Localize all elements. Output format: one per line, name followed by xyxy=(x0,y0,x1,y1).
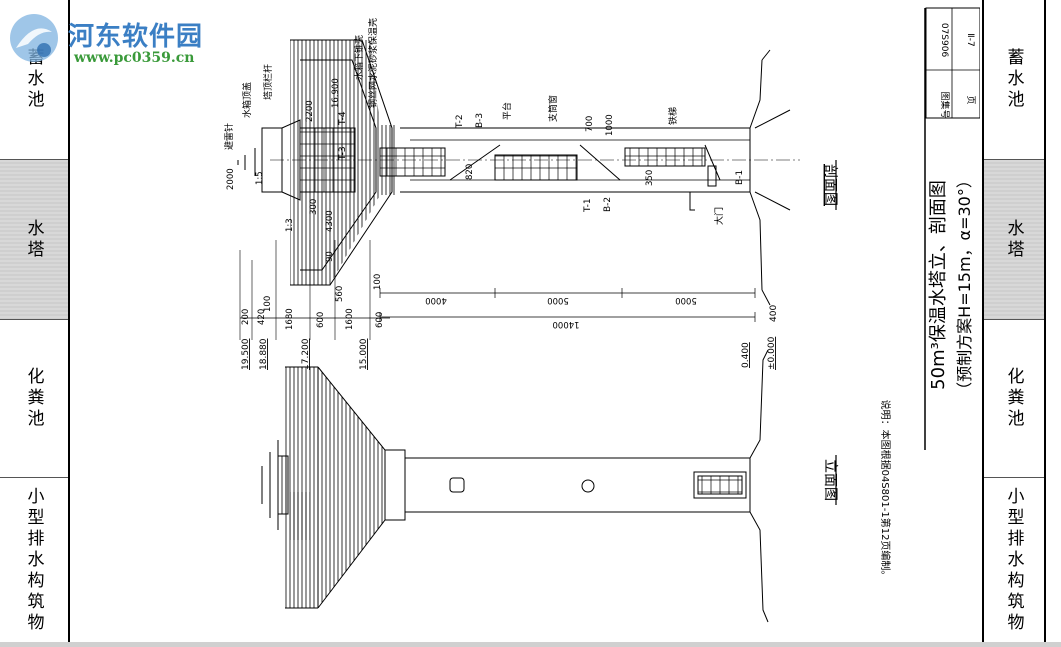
atlas-number: 07S906 xyxy=(939,23,949,58)
section-drawing xyxy=(237,39,800,306)
callout-lightning-rod: 避雷针 xyxy=(223,123,235,150)
dim-14000: 14000 xyxy=(552,319,579,329)
page-number: Ⅱ-7 xyxy=(965,33,975,46)
right-cell-label: 蓄水池 xyxy=(1003,48,1024,111)
title-block: 图集号 07S906 页 Ⅱ-7 50m³保温水塔立、剖面图 （预制方案H=15… xyxy=(924,7,980,450)
right-cell-water-tower: 水塔 xyxy=(984,160,1044,320)
level-0000: ±0.000 xyxy=(767,336,777,370)
level-marks: 19.500 18.880 17.200 15.000 0.400 ±0.000… xyxy=(241,305,779,370)
dim-350: 350 xyxy=(645,170,655,186)
drawing-title: 50m³保温水塔立、剖面图 xyxy=(928,180,949,390)
watermark: 河东软件园 www.pc0359.cn xyxy=(4,8,204,70)
left-cell-reservoir: 蓄水池 xyxy=(0,0,68,160)
mark-b1: B-1 xyxy=(735,170,745,185)
mark-b2: B-2 xyxy=(603,197,613,212)
dim-slope-1-5: 1:5 xyxy=(255,171,265,185)
callout-tank-cover: 水箱顶盖 xyxy=(241,82,253,118)
level-17200: 17.200 xyxy=(301,338,311,370)
dim-90: 90 xyxy=(325,251,335,262)
mark-t2: T-2 xyxy=(455,114,465,129)
watermark-title: 河东软件园 xyxy=(68,22,204,52)
right-cell-small-structures: 小型排水构筑物 xyxy=(984,478,1044,642)
section-marks: T-1 T-2 T-3 T-4 B-1 B-2 B-3 xyxy=(338,111,745,213)
dim-2200: 2200 xyxy=(305,100,315,122)
mark-t1: T-1 xyxy=(583,198,593,213)
left-category-column: 蓄水池 水塔 化粪池 小型排水构筑物 xyxy=(0,0,70,642)
ldim-420: 420 xyxy=(257,309,267,325)
ldim-1680: 1680 xyxy=(285,308,295,330)
drawing-subtitle: （预制方案H=15m，α=30°） xyxy=(955,172,974,398)
dim-1000: 1000 xyxy=(605,114,615,136)
dim-2000: 2000 xyxy=(226,168,236,190)
level-0400: 0.400 xyxy=(741,342,751,368)
ldim-600-b: 600 xyxy=(375,312,385,328)
elevation-drawing xyxy=(261,349,769,623)
watermark-logo-icon xyxy=(10,14,58,62)
dim-300: 300 xyxy=(309,199,319,215)
right-cell-label: 水塔 xyxy=(1003,218,1024,261)
callout-platform: 平台 xyxy=(501,102,513,120)
dim-4300: 4300 xyxy=(325,210,335,232)
left-cell-small-structures: 小型排水构筑物 xyxy=(0,478,68,642)
level-19500: 19.500 xyxy=(241,338,251,370)
right-cell-label: 化粪池 xyxy=(1003,367,1024,430)
left-dimension-chain: 200 420 1680 600 1600 600 100 xyxy=(239,240,390,340)
right-category-column: 蓄水池 水塔 化粪池 小型排水构筑物 xyxy=(982,0,1046,642)
dim-820: 820 xyxy=(465,164,475,180)
callout-railing: 塔顶栏杆 xyxy=(262,64,274,100)
left-cell-septic-tank: 化粪池 xyxy=(0,320,68,478)
dim-16900: 16.900 xyxy=(331,78,341,108)
level-18880: 18.880 xyxy=(259,338,269,370)
right-cell-label: 小型排水构筑物 xyxy=(1003,486,1024,634)
atlas-label: 图集号 xyxy=(939,91,951,118)
dim-700: 700 xyxy=(585,116,595,132)
dim-slope-1-3: 1:3 xyxy=(285,218,295,232)
callout-insulation: 钢丝网水泥砂浆保温壳 xyxy=(367,18,379,108)
elevation-view-label: 立面图 xyxy=(822,459,838,501)
callout-ladder: 铁梯 xyxy=(667,107,679,125)
page-label: 页 xyxy=(965,95,976,104)
right-cell-septic-tank: 化粪池 xyxy=(984,320,1044,478)
drawing-canvas: 图集号 07S906 页 Ⅱ-7 50m³保温水塔立、剖面图 （预制方案H=15… xyxy=(223,7,980,623)
left-cell-label: 化粪池 xyxy=(23,367,44,430)
dim-5000-a: 5000 xyxy=(547,295,569,305)
callout-window: 支筒窗 xyxy=(547,95,559,122)
sheet-bottom-edge xyxy=(0,642,1061,647)
level-15000: 15.000 xyxy=(359,338,369,370)
mark-t3: T-3 xyxy=(338,146,348,161)
section-callouts: 避雷针 水箱顶盖 塔顶栏杆 水箱下锥壳 钢丝网水泥砂浆保温壳 平台 支筒窗 铁梯… xyxy=(223,18,725,225)
left-cell-label: 蓄水池 xyxy=(23,48,44,111)
section-view-label: 剖面图 xyxy=(822,164,838,206)
ldim-1600: 1600 xyxy=(345,308,355,330)
callout-door: 大门 xyxy=(713,207,725,225)
section-dimensions: 2000 1:5 1:3 300 4300 2200 16.900 90 100… xyxy=(226,78,756,329)
dim-560: 560 xyxy=(335,286,345,302)
drawing-note: 说明：本图根据04S801-1第12页编制。 xyxy=(879,400,892,581)
left-cell-label: 小型排水构筑物 xyxy=(23,486,44,634)
left-cell-water-tower: 水塔 xyxy=(0,160,68,320)
dim-4000: 4000 xyxy=(425,295,447,305)
ldim-100: 100 xyxy=(263,296,273,312)
dim-5000-b: 5000 xyxy=(675,295,697,305)
right-dim-400: 400 xyxy=(769,305,779,322)
mark-b3: B-3 xyxy=(475,113,485,128)
callout-lower-cone: 水箱下锥壳 xyxy=(353,35,365,80)
right-cell-reservoir: 蓄水池 xyxy=(984,0,1044,160)
ldim-200: 200 xyxy=(241,309,251,325)
mark-t4: T-4 xyxy=(338,111,348,126)
left-cell-label: 水塔 xyxy=(23,218,44,261)
dim-100: 100 xyxy=(373,274,383,290)
ldim-600-a: 600 xyxy=(316,312,326,328)
watermark-url: www.pc0359.cn xyxy=(74,50,195,66)
